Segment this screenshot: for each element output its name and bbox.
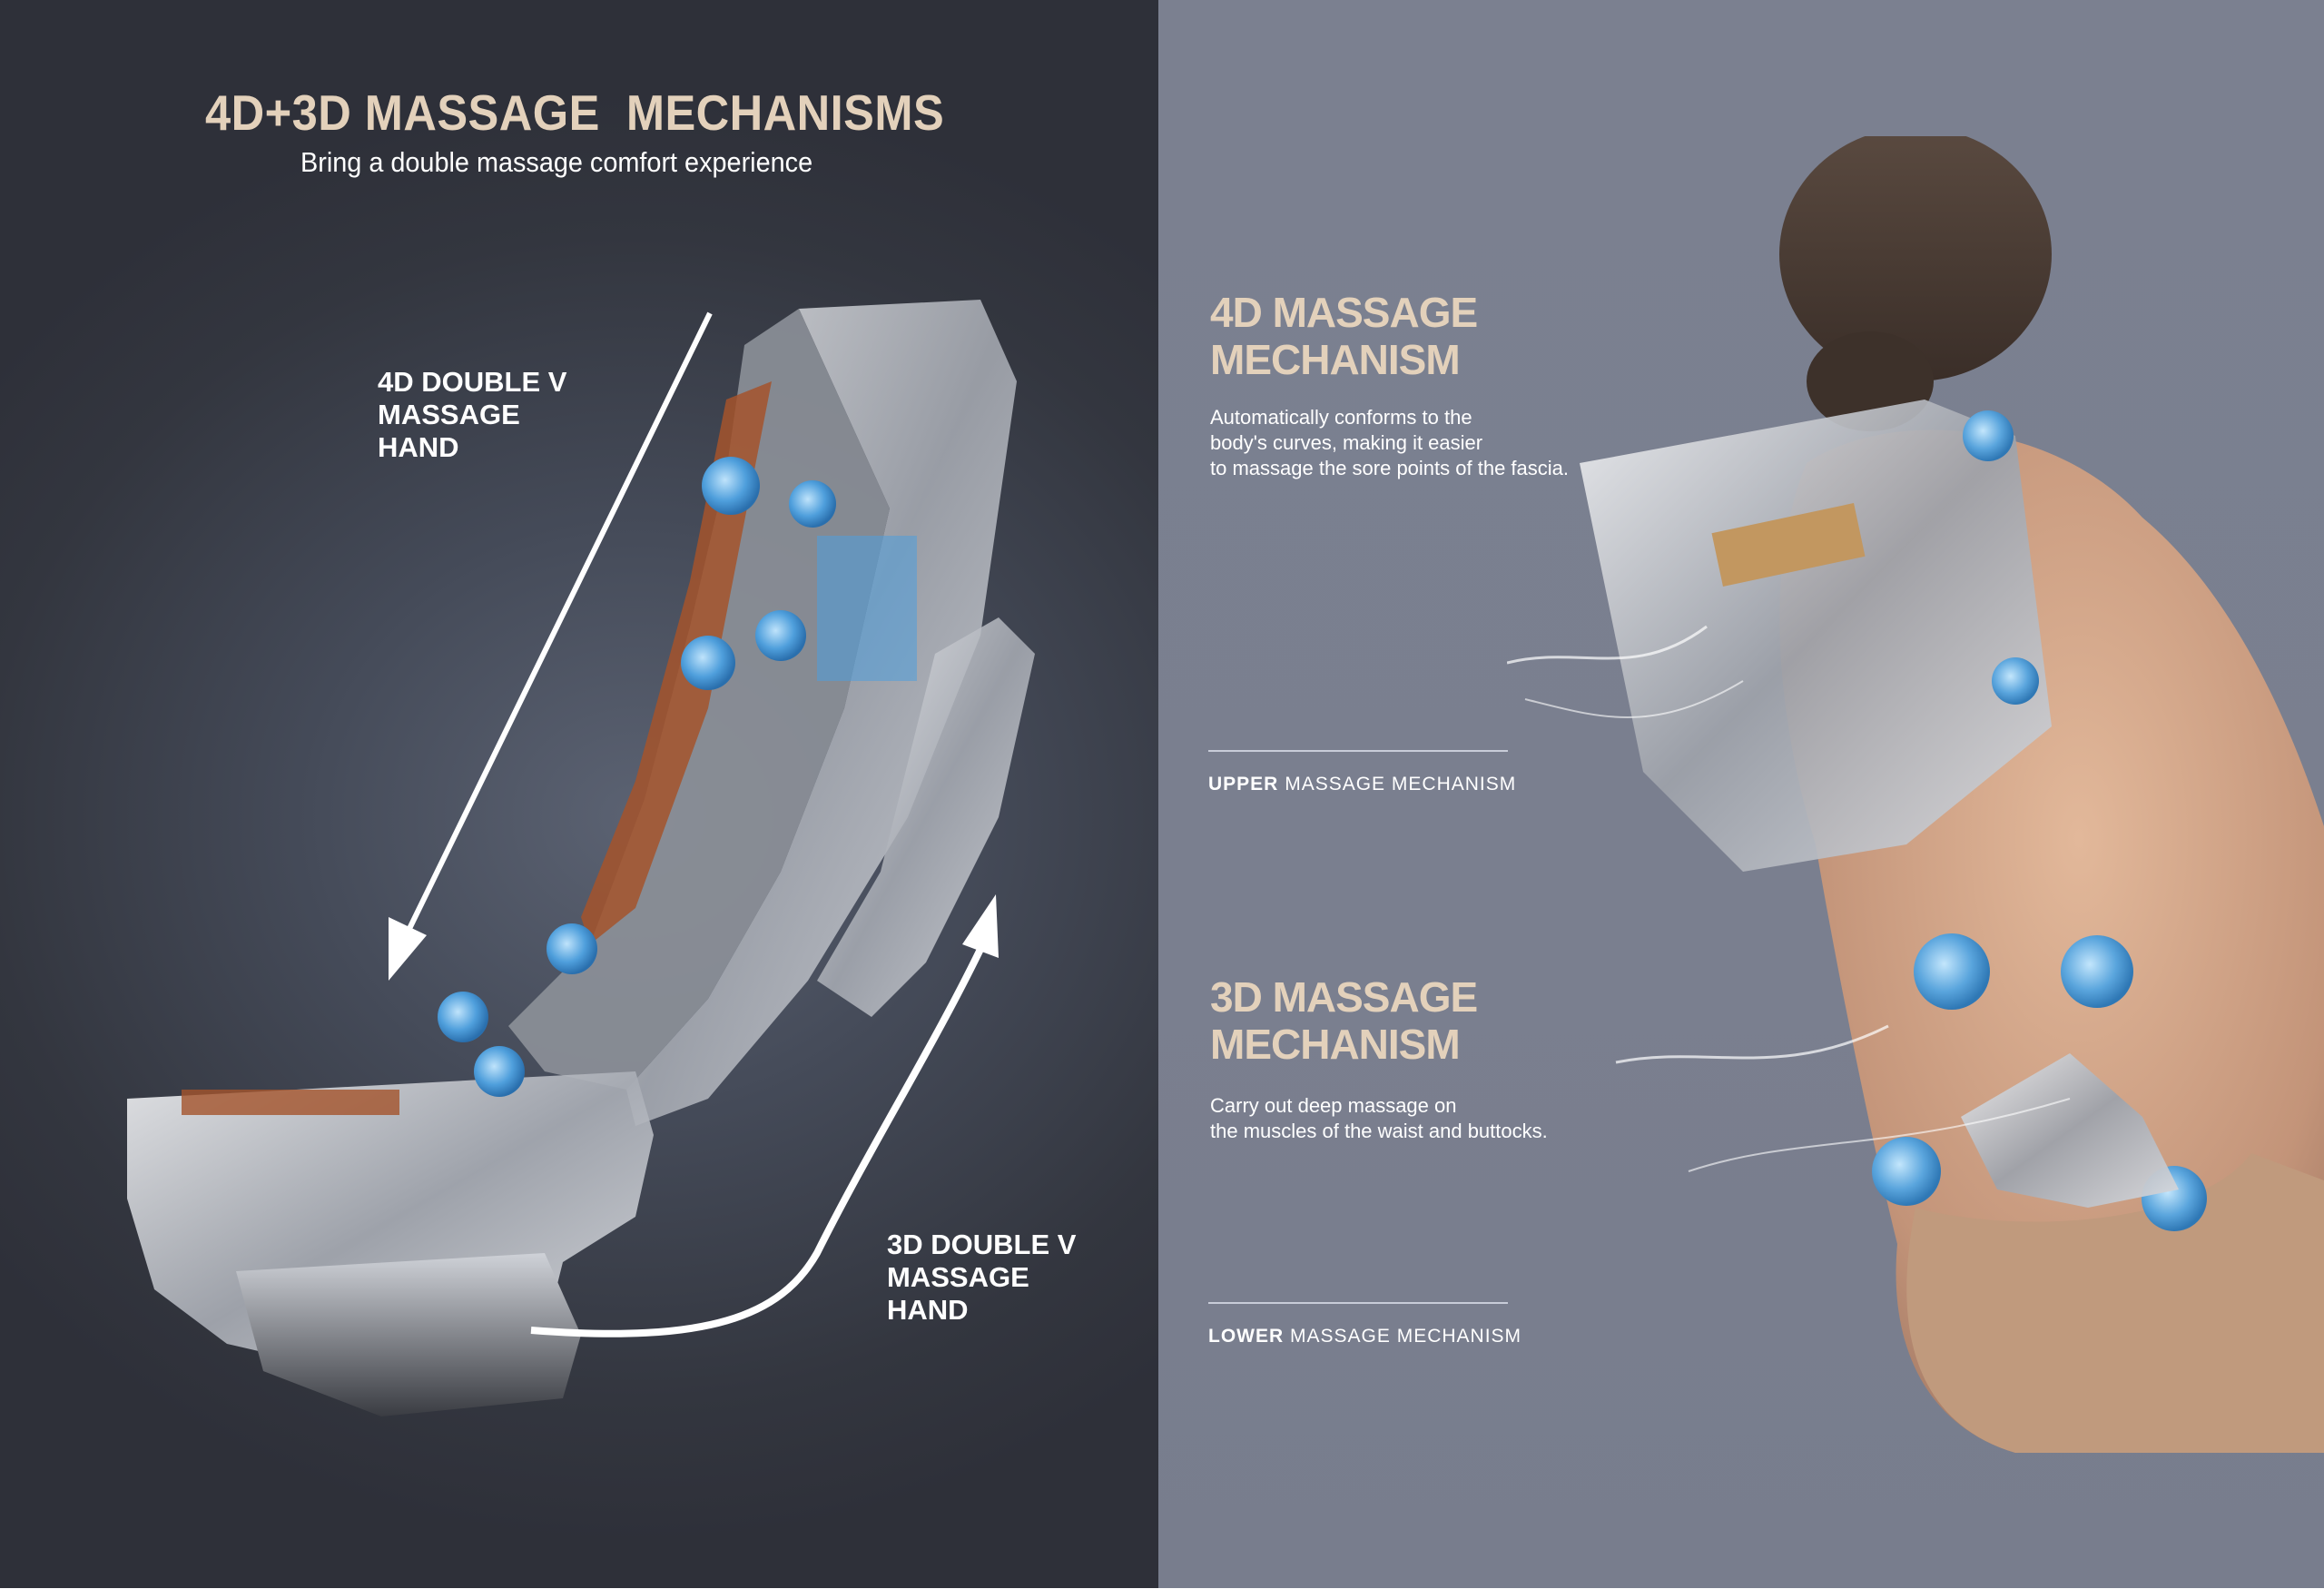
page-subtitle: Bring a double massage comfort experienc… — [300, 146, 813, 178]
light-streak — [1524, 680, 1744, 718]
arrow-up-head-icon — [962, 894, 999, 958]
section-4d-description-line: to massage the sore points of the fascia… — [1210, 457, 1570, 479]
roller-icon — [438, 992, 488, 1042]
section-3d-caption-rest: MASSAGE MECHANISM — [1290, 1326, 1522, 1347]
chair-foot-pan — [236, 1253, 581, 1416]
chair-track-gear — [581, 381, 772, 944]
section-4d-caption: UPPER MASSAGE MECHANISM — [1208, 774, 1516, 795]
section-3d-title: 3D MASSAGE MECHANISM — [1210, 973, 1478, 1068]
section-4d-title-line: MECHANISM — [1210, 336, 1461, 383]
section-4d-caption-rest: MASSAGE MECHANISM — [1285, 774, 1517, 794]
section-4d-title-line: 4D MASSAGE — [1210, 289, 1478, 336]
lower-hand-label-line: HAND — [887, 1294, 969, 1326]
upper-mechanism-frame — [1580, 400, 2052, 872]
upper-hand-label-line: MASSAGE — [378, 399, 520, 430]
section-4d-description-line: Automatically conforms to the — [1210, 406, 1472, 429]
woman-massage-illustration — [1507, 136, 2324, 1453]
light-streak — [1688, 1098, 2071, 1172]
section-3d-divider — [1208, 1302, 1508, 1304]
upper-roller-icon — [1992, 657, 2039, 705]
light-streak — [1615, 1024, 1889, 1064]
arrow-down-line — [401, 311, 713, 942]
lower-hand-label-line: 3D DOUBLE V — [887, 1229, 1077, 1260]
roller-icon — [474, 1046, 525, 1097]
arrow-up-curve — [530, 938, 989, 1337]
section-3d-title-line: MECHANISM — [1210, 1021, 1461, 1068]
lower-hand-label: 3D DOUBLE V MASSAGE HAND — [887, 1229, 1076, 1327]
chair-frame-left-rail — [626, 300, 1017, 1126]
chair-mechanism-illustration — [127, 300, 1035, 1416]
section-3d-description-line: Carry out deep massage on — [1210, 1094, 1457, 1117]
upper-hand-label: 4D DOUBLE V MASSAGE HAND — [378, 366, 566, 464]
lower-roller-icon — [1872, 1137, 1941, 1206]
upper-hand-label-line: HAND — [378, 431, 459, 463]
lower-hand-label-line: MASSAGE — [887, 1261, 1029, 1293]
section-3d-description-line: the muscles of the waist and buttocks. — [1210, 1120, 1548, 1142]
section-4d-caption-bold: UPPER — [1208, 774, 1279, 794]
roller-icon — [755, 610, 806, 661]
chair-base-seat-gear — [182, 1090, 399, 1115]
woman-head-hair — [1779, 136, 2052, 381]
lower-roller-icon — [1914, 933, 1990, 1010]
section-4d-description: Automatically conforms to the body's cur… — [1210, 405, 1569, 481]
section-3d-title-line: 3D MASSAGE — [1210, 973, 1478, 1021]
upper-roller-icon — [1963, 410, 2014, 461]
upper-hand-label-line: 4D DOUBLE V — [378, 366, 567, 398]
arrow-down-head-icon — [389, 917, 427, 981]
section-3d-caption: LOWER MASSAGE MECHANISM — [1208, 1326, 1521, 1347]
roller-icon — [547, 923, 597, 974]
light-streak — [1507, 625, 1708, 665]
chair-leg-assembly — [817, 617, 1035, 1017]
lower-mechanism-frame — [1961, 1053, 2179, 1208]
roller-carriage-blue — [817, 536, 917, 681]
section-4d-divider — [1208, 750, 1508, 752]
section-4d-title: 4D MASSAGE MECHANISM — [1210, 289, 1478, 383]
roller-icon — [702, 457, 760, 515]
section-3d-description: Carry out deep massage on the muscles of… — [1210, 1093, 1548, 1144]
roller-icon — [789, 480, 836, 528]
section-4d-description-line: body's curves, making it easier — [1210, 431, 1483, 454]
lower-roller-icon — [2061, 935, 2133, 1008]
page-title: 4D+3D MASSAGE MECHANISMS — [205, 84, 945, 141]
upper-mechanism-gear — [1711, 503, 1866, 587]
roller-icon — [681, 636, 735, 690]
section-3d-caption-bold: LOWER — [1208, 1326, 1285, 1347]
woman-shorts — [1906, 1153, 2324, 1453]
